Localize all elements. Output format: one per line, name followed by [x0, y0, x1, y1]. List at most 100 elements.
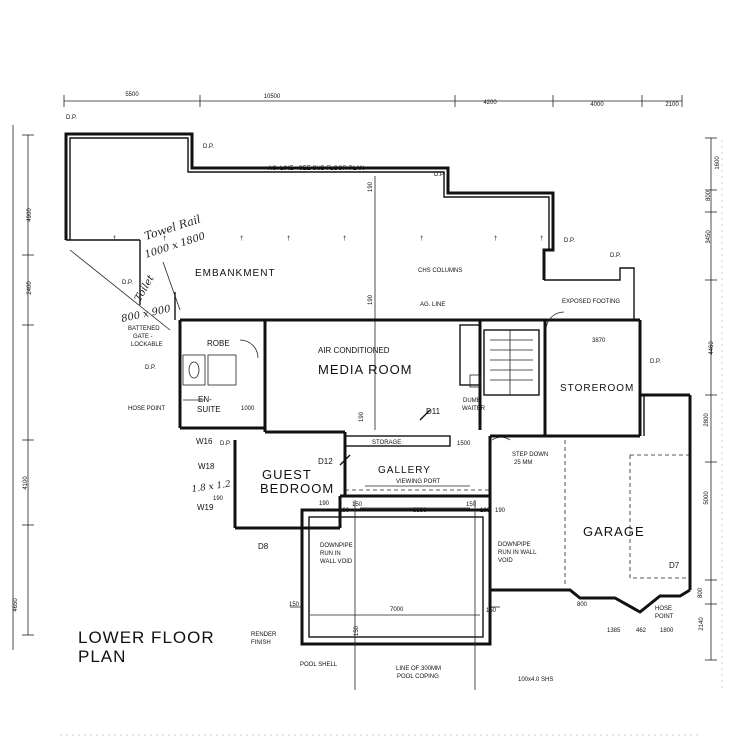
dp-marker-4: D.P. [564, 238, 575, 244]
render-note-1: RENDER [251, 632, 277, 638]
dim-misc-150-a: 150 [352, 502, 363, 508]
dp-marker-2: D.P. [203, 144, 214, 150]
embankment-markers: † † † † † † † † [113, 236, 543, 242]
dim-right-2: 800 [706, 190, 712, 201]
tag-w18: W18 [198, 462, 215, 471]
ensuite-fixtures [182, 354, 237, 401]
hose-point-left: HOSE POINT [128, 406, 165, 412]
dim-right-6: 5000 [704, 491, 710, 505]
dim-left-1: 4900 [27, 208, 33, 222]
downpipe-right-3: VOID [498, 558, 513, 564]
step-down-note-2: 25 MM [514, 460, 532, 466]
handwritten-w18-size: 1.8 x 1.2 [191, 480, 232, 495]
dim-right-5: 2800 [704, 413, 710, 427]
dumb-waiter-note-2: WAITER [462, 406, 486, 412]
right-dimension-line [705, 137, 717, 661]
coping-note-1: LINE OF 300MM [396, 666, 441, 672]
dim-misc-150-e: 150 [354, 625, 360, 636]
dim-left-2: 2400 [27, 281, 33, 295]
dim-top-3: 4200 [483, 100, 497, 106]
render-note-2: FINISH [251, 640, 271, 646]
handwritten-toilet-size: 800 x 900 [120, 304, 172, 325]
dp-marker-7: D.P. [145, 365, 156, 371]
viewing-port-label: VIEWING PORT [396, 479, 441, 485]
room-embankment: EMBANKMENT [195, 268, 276, 279]
tag-d7: D7 [669, 561, 680, 570]
air-conditioned-label: AIR CONDITIONED [318, 346, 390, 355]
dim-misc-1000: 1000 [241, 406, 255, 412]
left-dimension-line [12, 125, 34, 650]
exposed-footing-label: EXPOSED FOOTING [562, 299, 620, 305]
coping-note-2: POOL COPING [397, 674, 439, 680]
dim-right-1: 1600 [715, 156, 721, 170]
dim-misc-1500: 1500 [457, 441, 471, 447]
ag-line-top-note: AG. LINE - SEE SUB FLOOR PLAN [268, 166, 364, 172]
gallery-storage [344, 435, 490, 491]
room-guest-1: GUEST [262, 467, 312, 482]
tag-d12: D12 [318, 457, 333, 466]
dim-misc-190-g: 190 [495, 508, 506, 514]
dim-misc-150-c: 150 [289, 602, 300, 608]
svg-text:†: † [113, 236, 116, 242]
dim-misc-190-c: 190 [359, 411, 365, 422]
dim-left-3: 4100 [23, 476, 29, 490]
dim-misc-190-f: 190 [480, 508, 491, 514]
dim-right-3: 3450 [706, 230, 712, 244]
dim-pool: 7000 [390, 607, 404, 613]
downpipe-left-3: WALL VOID [320, 559, 353, 565]
room-storage: STORAGE [372, 440, 401, 446]
dim-misc-190-e: 190 [213, 496, 224, 502]
dim-misc-190-d: 190 [319, 501, 330, 507]
dim-gallery: 5550 [413, 508, 427, 514]
dim-misc-190-h: 190 [339, 508, 350, 514]
downpipe-right-2: RUN IN WALL [498, 550, 537, 556]
room-garage: GARAGE [583, 524, 645, 539]
tag-d8: D8 [258, 542, 269, 551]
svg-text:†: † [494, 236, 497, 242]
downpipe-right-1: DOWNPIPE [498, 542, 531, 548]
dim-garage-1: 1385 [607, 628, 621, 634]
scan-noise [60, 140, 723, 736]
room-storeroom: STOREROOM [560, 383, 634, 394]
dim-top-2: 10500 [264, 94, 281, 100]
pool-shell-note: POOL SHELL [300, 662, 338, 668]
dim-garage-2: 462 [636, 628, 647, 634]
dim-garage-3: 1800 [660, 628, 674, 634]
dim-right-7: 800 [698, 587, 704, 598]
dim-top-4: 4000 [590, 102, 604, 108]
room-media: MEDIA ROOM [318, 362, 413, 377]
hose-point-right-1: HOSE [655, 606, 672, 612]
room-guest-2: BEDROOM [260, 481, 334, 496]
svg-text:†: † [287, 236, 290, 242]
room-robe: ROBE [207, 339, 230, 348]
dp-marker-8: D.P. [650, 359, 661, 365]
dim-top-5: 2100 [665, 102, 679, 108]
tag-w19: W19 [197, 503, 214, 512]
shs-note: 100x4.0 SHS [518, 677, 553, 683]
handwritten-arrow [162, 261, 181, 311]
dp-marker-9: D.P. [220, 441, 231, 447]
room-ensuite-2: SUITE [197, 405, 221, 414]
garage-walls [490, 440, 691, 614]
dim-misc-190-a: 190 [368, 181, 374, 192]
svg-text:†: † [240, 236, 243, 242]
stair-dumb-waiter [459, 324, 540, 396]
step-down-note-1: STEP DOWN [512, 452, 548, 458]
dp-marker-3: D.P. [434, 172, 445, 178]
chs-columns-note: CHS COLUMNS [418, 268, 462, 274]
dumb-waiter-note-1: DUMB [463, 398, 481, 404]
top-dimension-line [63, 95, 683, 107]
dim-storeroom: 3870 [592, 338, 606, 344]
exposed-footing-outline [544, 267, 635, 321]
dp-marker-1: D.P. [66, 115, 77, 121]
ag-line-note: AG. LINE [420, 302, 445, 308]
svg-text:†: † [420, 236, 423, 242]
dp-marker-6: D.P. [122, 280, 133, 286]
plan-title-line1: LOWER FLOOR [78, 628, 215, 647]
dim-misc-150-d: 150 [486, 608, 497, 614]
doors [239, 311, 565, 466]
plan-title-line2: PLAN [78, 647, 126, 666]
downpipe-left-1: DOWNPIPE [320, 543, 353, 549]
hose-point-right-2: POINT [655, 614, 674, 620]
